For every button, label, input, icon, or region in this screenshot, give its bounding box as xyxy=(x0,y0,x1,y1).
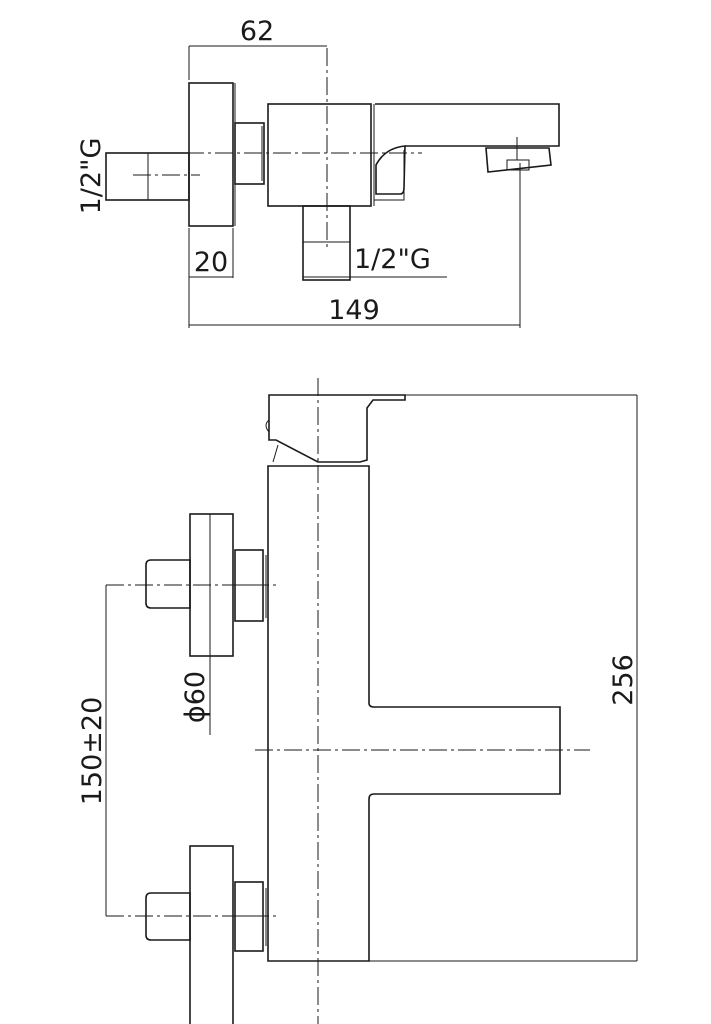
dim-centers: 150±20 xyxy=(77,697,108,806)
front-view: 256 150±20 ϕ60 xyxy=(77,378,639,1024)
top-view-dimensions: 62 20 149 1/2"G 1/2"G xyxy=(76,16,521,328)
dim-height: 256 xyxy=(608,654,639,706)
top-view: 62 20 149 1/2"G 1/2"G xyxy=(76,16,560,328)
front-view-centerlines xyxy=(106,378,590,1024)
dim-flange-diameter: ϕ60 xyxy=(180,671,211,723)
dim-body-depth: 62 xyxy=(240,16,274,47)
top-view-centerlines xyxy=(128,48,518,250)
front-view-outline xyxy=(145,394,561,1024)
top-view-outline xyxy=(105,82,560,281)
dim-flange-depth: 20 xyxy=(194,247,228,278)
thread-outlet-label: 1/2"G xyxy=(354,244,431,275)
thread-inlet-label: 1/2"G xyxy=(76,138,107,215)
front-view-dimensions: 256 150±20 ϕ60 xyxy=(77,394,639,962)
dim-total-depth: 149 xyxy=(328,295,380,326)
